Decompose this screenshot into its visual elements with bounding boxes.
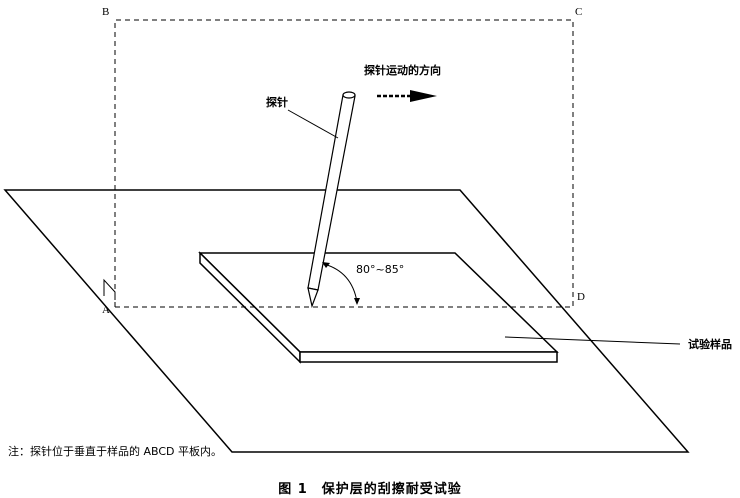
point-a-label: A xyxy=(102,304,110,316)
point-c-label: C xyxy=(575,6,583,18)
figure-caption: 图 1 保护层的刮擦耐受试验 xyxy=(278,482,462,497)
probe xyxy=(307,91,356,309)
point-b-label: B xyxy=(102,6,110,18)
abcd-plane xyxy=(114,19,574,307)
base-plate xyxy=(3,189,690,453)
probe-label: 探针 xyxy=(266,96,288,109)
direction-arrow-head xyxy=(410,90,437,102)
probe-leader xyxy=(287,109,339,139)
point-d-label: D xyxy=(577,291,585,303)
angle-arc xyxy=(323,263,358,303)
sample-label: 试验样品 xyxy=(688,338,732,351)
angle-label: 80°~85° xyxy=(356,263,405,276)
note: 注：探针位于垂直于样品的 ABCD 平板内。 xyxy=(8,445,223,458)
right-angle-mark xyxy=(103,278,116,300)
sample-leader xyxy=(504,336,681,345)
direction-label: 探针运动的方向 xyxy=(364,64,441,77)
